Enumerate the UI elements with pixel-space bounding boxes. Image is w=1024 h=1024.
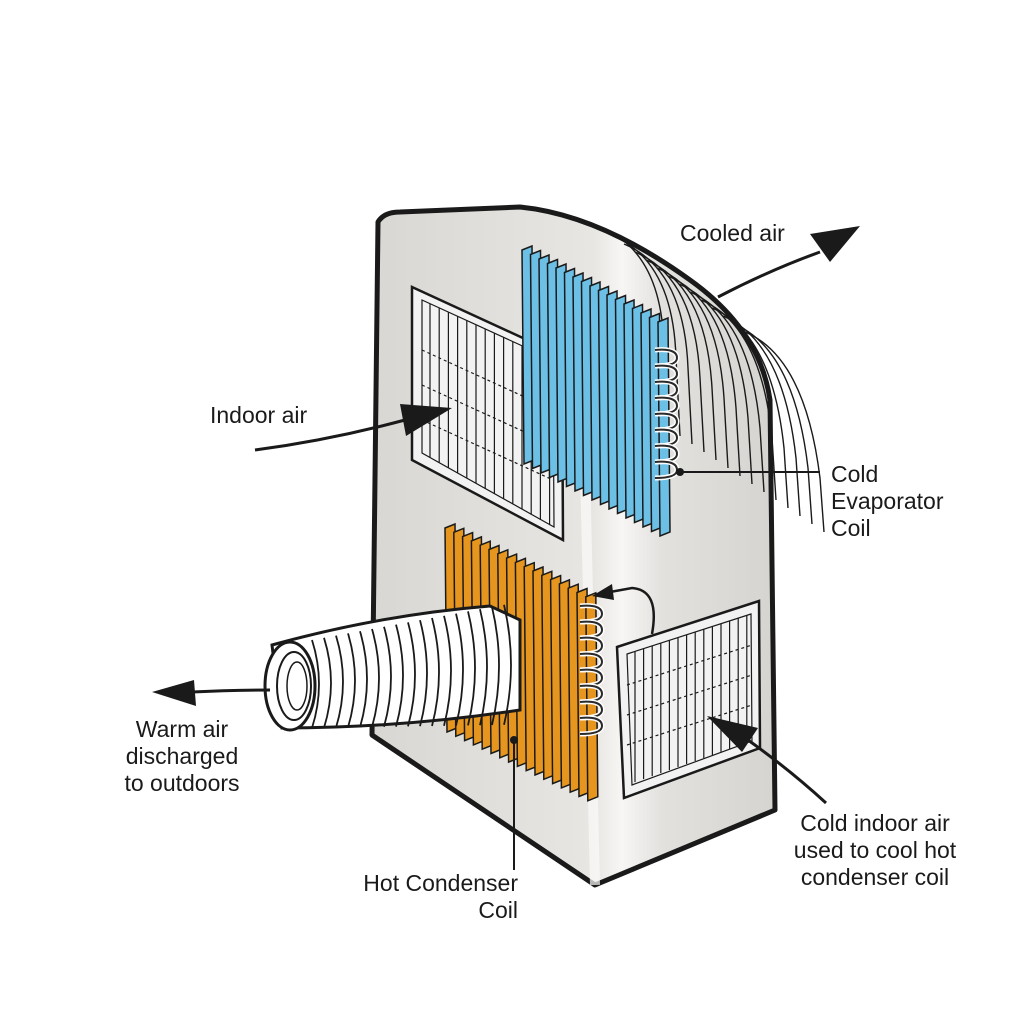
label-line: to outdoors bbox=[124, 770, 240, 796]
top-louvres bbox=[601, 227, 825, 533]
arrow-warm-air bbox=[152, 680, 271, 706]
leader-condenser bbox=[510, 736, 518, 870]
label-line: Cold indoor air bbox=[800, 810, 950, 836]
arrow-recirculation bbox=[592, 584, 656, 635]
label-line: Hot Condenser bbox=[363, 870, 518, 896]
evaporator-coil bbox=[521, 244, 680, 538]
label-line: condenser coil bbox=[800, 864, 950, 890]
label-line: Evaporator bbox=[831, 488, 944, 514]
arrow-cold-indoor-air bbox=[707, 716, 828, 805]
label-warm-air-discharged: Warm air discharged to outdoors bbox=[112, 716, 252, 797]
label-line: Coil bbox=[478, 897, 518, 923]
label-indoor-air: Indoor air bbox=[210, 402, 308, 428]
lower-intake-grille bbox=[615, 599, 762, 800]
label-line: discharged bbox=[125, 743, 239, 769]
label-line: Warm air bbox=[135, 716, 229, 742]
exhaust-hose bbox=[263, 604, 522, 732]
label-hot-condenser-coil: Hot Condenser Coil bbox=[340, 870, 518, 924]
arrow-indoor-air bbox=[254, 404, 452, 452]
label-line: used to cool hot bbox=[793, 837, 957, 863]
arrow-cooled-air bbox=[717, 226, 860, 299]
label-cold-indoor-air: Cold indoor air used to cool hot condens… bbox=[775, 810, 975, 891]
leader-evaporator bbox=[676, 468, 820, 476]
label-cooled-air: Cooled air bbox=[680, 220, 785, 246]
label-line: Cold bbox=[831, 461, 879, 487]
label-line: Coil bbox=[831, 515, 871, 541]
label-cold-evaporator-coil: Cold Evaporator Coil bbox=[831, 461, 944, 542]
